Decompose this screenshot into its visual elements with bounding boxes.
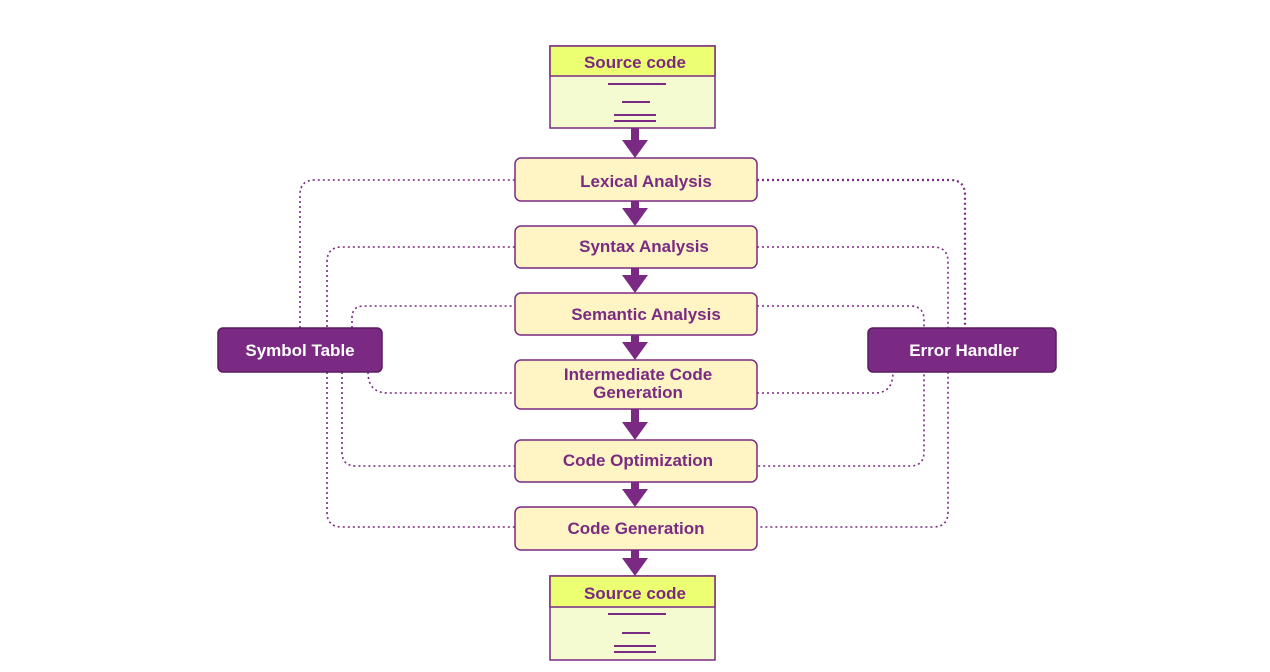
arrow-semantic-to-intermediate bbox=[622, 335, 648, 360]
phase-intermediate-label-line1: Intermediate Code bbox=[564, 365, 712, 384]
source-code-bottom-title: Source code bbox=[584, 584, 686, 603]
source-code-bottom: Source code bbox=[549, 575, 716, 661]
symbol-connector-generation bbox=[326, 372, 515, 528]
symbol-connector-optimization bbox=[341, 372, 515, 467]
phase-lexical-label: Lexical Analysis bbox=[580, 172, 712, 191]
symbol-connector-lexical bbox=[299, 179, 515, 328]
phase-semantic-analysis: Semantic Analysis bbox=[514, 292, 758, 336]
arrow-optimization-to-generation bbox=[622, 482, 648, 507]
phase-generation-label: Code Generation bbox=[568, 519, 705, 538]
symbol-connector-semantic bbox=[351, 305, 515, 328]
phase-optimization-label: Code Optimization bbox=[563, 451, 713, 470]
symbol-connector-intermediate bbox=[367, 371, 515, 394]
error-connector-syntax bbox=[757, 246, 949, 528]
arrow-intermediate-to-optimization bbox=[622, 409, 648, 440]
phase-intermediate-code-generation: Intermediate Code Generation bbox=[514, 359, 758, 410]
phase-code-generation: Code Generation bbox=[514, 506, 758, 551]
arrow-lexical-to-syntax bbox=[622, 201, 648, 226]
arrow-generation-to-source bbox=[622, 550, 648, 576]
phase-semantic-label: Semantic Analysis bbox=[571, 305, 721, 324]
symbol-table-label: Symbol Table bbox=[245, 341, 354, 360]
phase-syntax-label: Syntax Analysis bbox=[579, 237, 709, 256]
source-code-top-title: Source code bbox=[584, 53, 686, 72]
error-connector-semantic bbox=[757, 305, 925, 467]
phase-code-optimization: Code Optimization bbox=[514, 439, 758, 483]
arrow-source-to-lexical bbox=[622, 128, 648, 158]
symbol-connector-syntax bbox=[326, 246, 515, 372]
error-handler-box: Error Handler bbox=[867, 327, 1057, 373]
error-connector-lexical bbox=[757, 178, 967, 328]
phase-syntax-analysis: Syntax Analysis bbox=[514, 225, 758, 269]
error-handler-connectors bbox=[757, 178, 967, 528]
flow-arrows bbox=[622, 128, 648, 576]
phase-intermediate-label-line2: Generation bbox=[593, 383, 683, 402]
error-connector-intermediate bbox=[757, 371, 894, 394]
phase-lexical-analysis: Lexical Analysis bbox=[514, 157, 758, 202]
error-handler-label: Error Handler bbox=[909, 341, 1019, 360]
symbol-table-connectors bbox=[299, 179, 515, 528]
arrow-syntax-to-semantic bbox=[622, 268, 648, 293]
source-code-top: Source code bbox=[549, 45, 716, 129]
symbol-table-box: Symbol Table bbox=[217, 327, 383, 373]
